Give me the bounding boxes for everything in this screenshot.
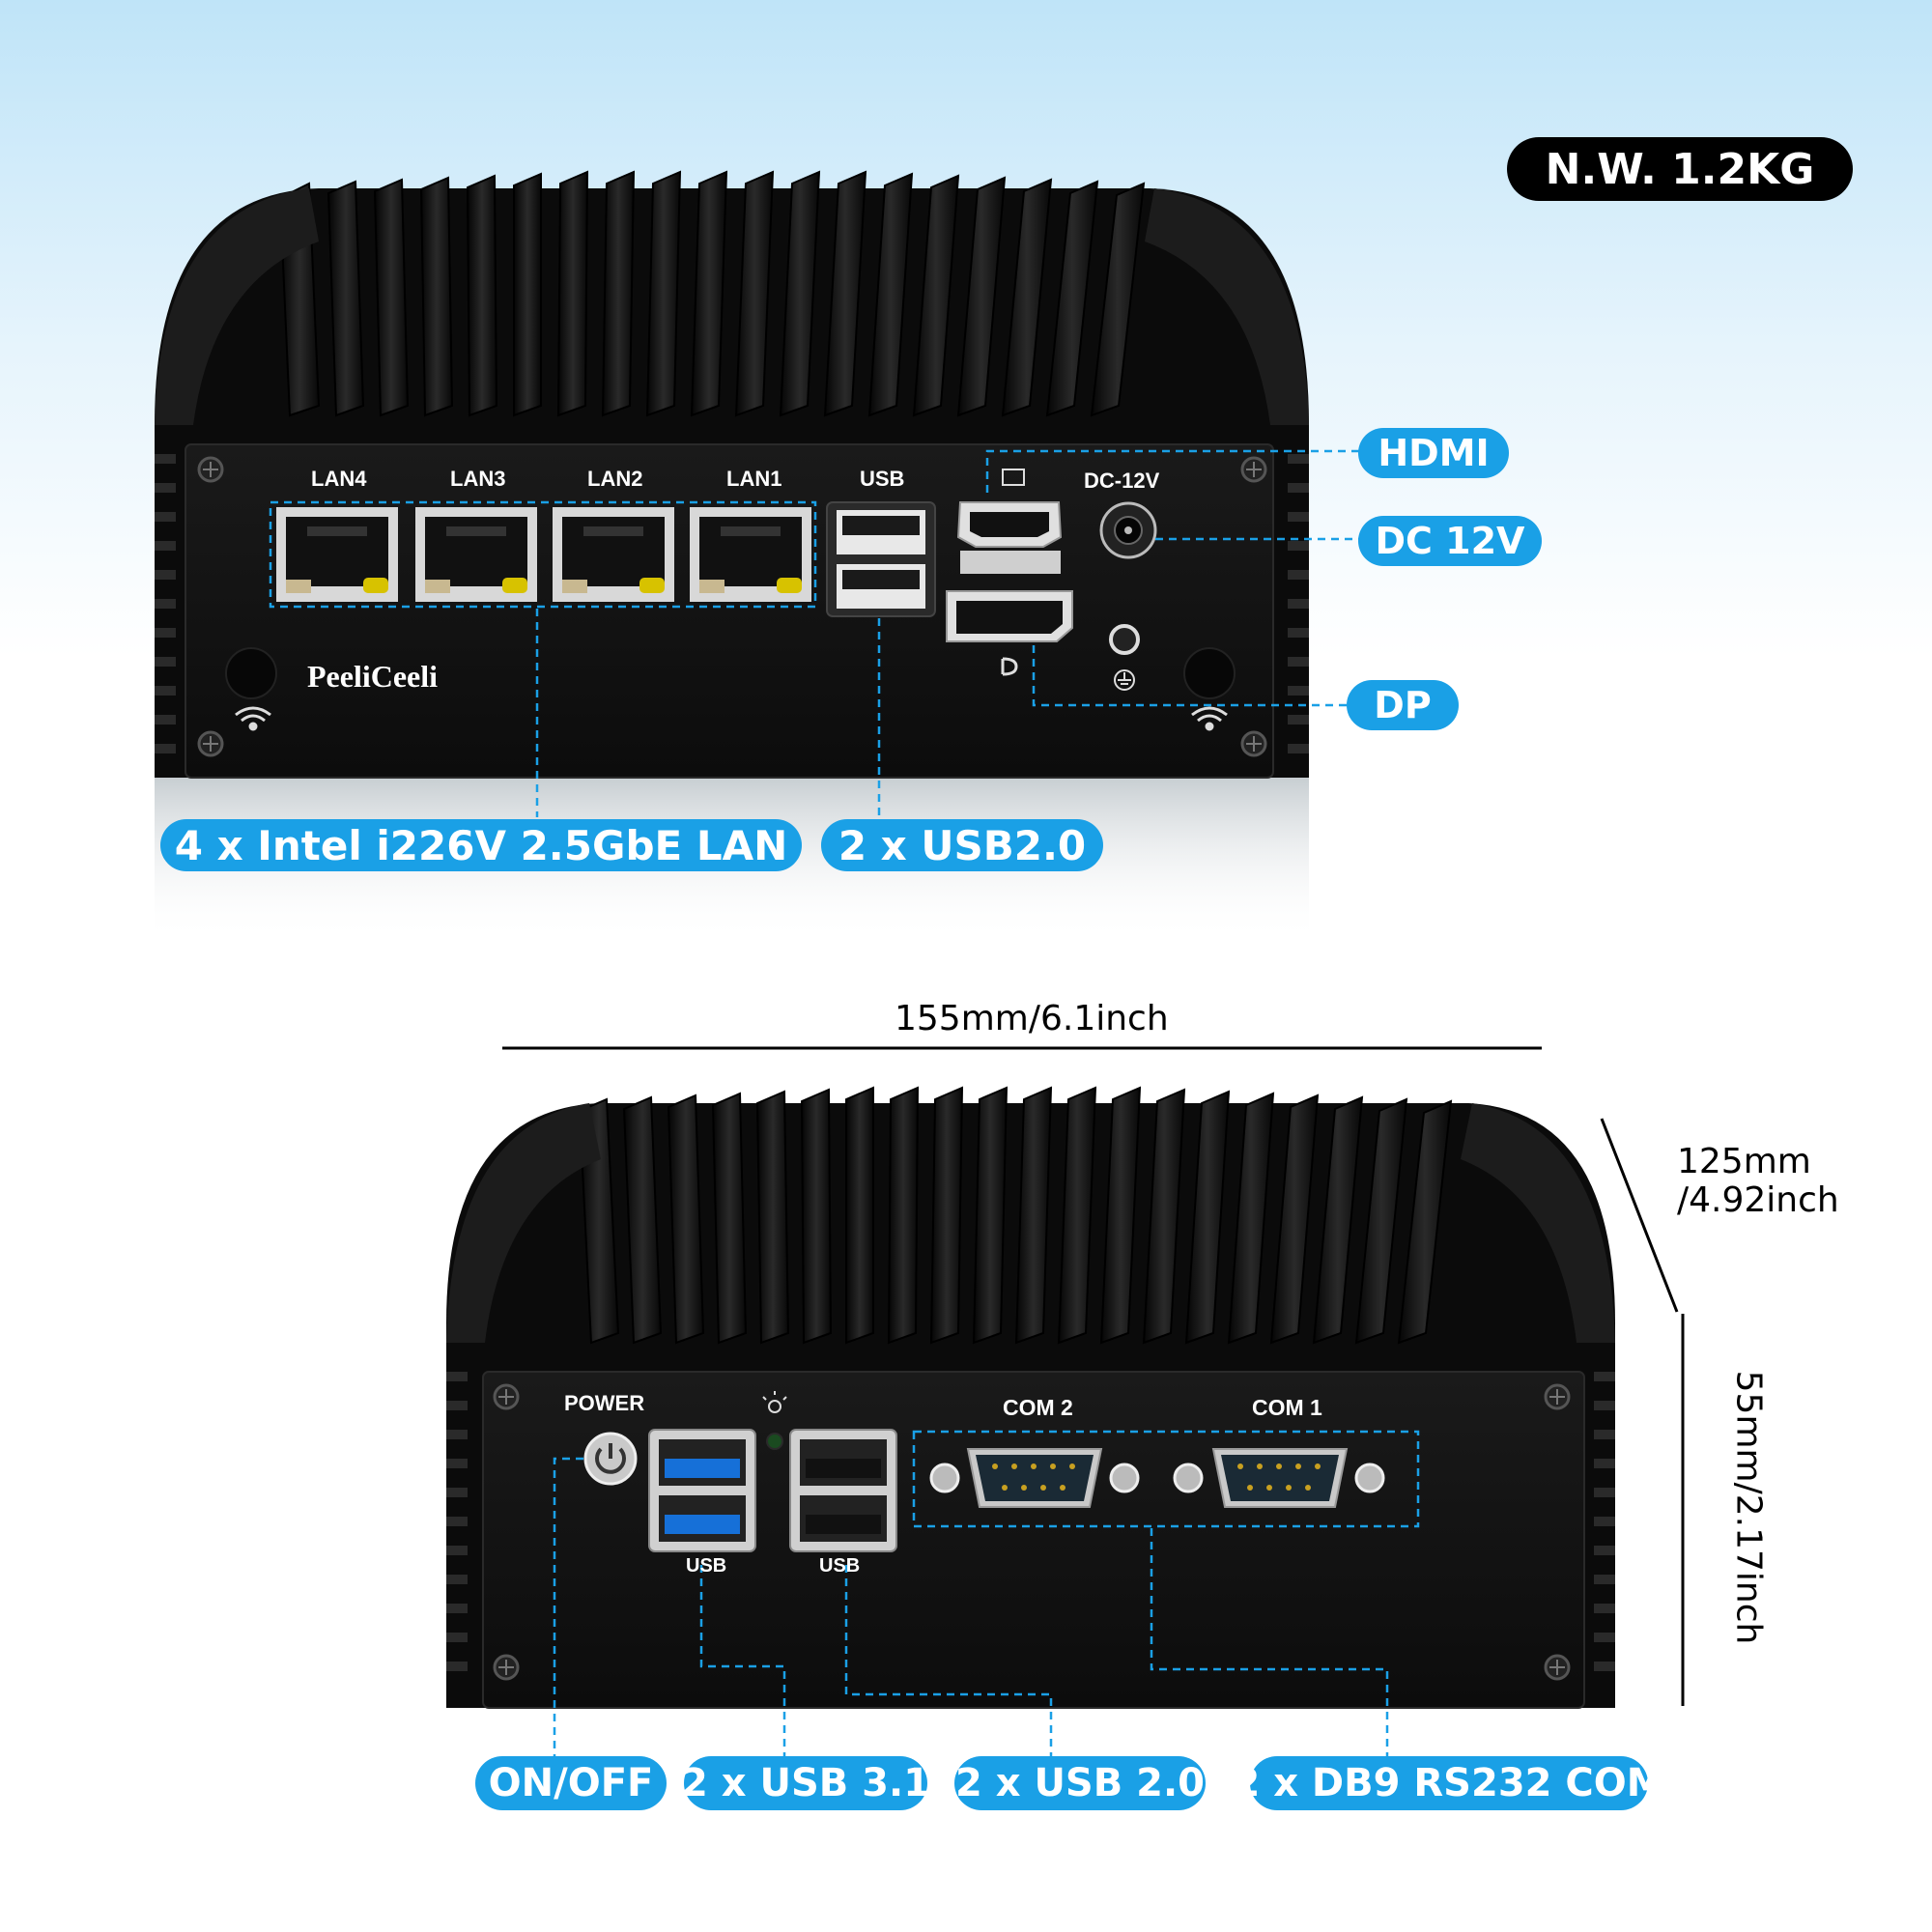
wifi-icon xyxy=(235,706,1228,731)
displayport-port xyxy=(946,590,1073,642)
label-lan2: LAN2 xyxy=(587,467,643,491)
ground-screw xyxy=(1109,624,1140,655)
callout-lan: 4 x Intel i226V 2.5GbE LAN xyxy=(160,819,802,871)
dc-jack xyxy=(1099,501,1157,559)
hdmi-port xyxy=(956,501,1063,574)
label-power: POWER xyxy=(564,1391,645,1415)
hdmi-icon xyxy=(1002,469,1025,486)
power-button xyxy=(583,1432,638,1486)
dimension-width: 155mm/6.1inch xyxy=(895,999,1169,1038)
label-usb-31: USB xyxy=(686,1555,727,1577)
lan-port-4 xyxy=(276,507,398,602)
label-com2: COM 2 xyxy=(1003,1395,1073,1420)
label-lan3: LAN3 xyxy=(450,467,506,491)
top-device xyxy=(155,170,1309,942)
displayport-icon xyxy=(1001,657,1018,676)
ground-icon xyxy=(1114,669,1135,691)
weight-badge: N.W. 1.2KG xyxy=(1507,137,1853,201)
bottom-device xyxy=(446,1086,1615,1709)
callout-onoff: ON/OFF xyxy=(475,1756,667,1810)
status-led xyxy=(766,1433,783,1450)
top-front-panel xyxy=(185,443,1274,779)
callout-usb31: 2 x USB 3.1 xyxy=(681,1756,930,1810)
dimension-depth-line1: 125mm xyxy=(1677,1142,1811,1181)
label-dc12v: DC-12V xyxy=(1084,469,1160,493)
com-ports xyxy=(912,1430,1420,1528)
top-leader-lines xyxy=(535,449,1360,817)
dimension-lines xyxy=(502,1046,1685,1706)
led-icon xyxy=(762,1391,787,1413)
com-port-2 xyxy=(929,1448,1140,1508)
callout-dp: DP xyxy=(1347,680,1459,730)
usb20-ports xyxy=(789,1429,897,1552)
brand-logo: PeeliCeeli xyxy=(307,659,439,694)
dimension-depth-line2: /4.92inch xyxy=(1677,1180,1839,1220)
callout-usb20: 2 x USB 2.0 xyxy=(954,1756,1206,1810)
callout-com: 2 x DB9 RS232 COM xyxy=(1233,1756,1665,1810)
label-lan4: LAN4 xyxy=(311,467,367,491)
dimension-height: 55mm/2.17inch xyxy=(1728,1370,1769,1645)
com-port-1 xyxy=(1173,1448,1385,1508)
label-usb-20: USB xyxy=(819,1555,861,1577)
power-icon xyxy=(595,1443,626,1474)
callout-hdmi: HDMI xyxy=(1358,428,1509,478)
callout-dc12v: DC 12V xyxy=(1358,516,1542,566)
usb31-ports xyxy=(648,1429,756,1552)
antenna-hole-right xyxy=(1183,647,1236,699)
lan-port-3 xyxy=(415,507,537,602)
label-lan1: LAN1 xyxy=(726,467,782,491)
lan-port-2 xyxy=(553,507,674,602)
label-com1: COM 1 xyxy=(1252,1395,1322,1420)
lan-ports xyxy=(269,500,817,609)
lan-port-1 xyxy=(690,507,811,602)
top-usb-ports xyxy=(826,501,936,617)
label-usb-top: USB xyxy=(860,467,905,491)
bottom-leader-lines xyxy=(553,1457,1389,1756)
callout-usb-top: 2 x USB2.0 xyxy=(821,819,1103,871)
screw-icon xyxy=(493,1383,1571,1681)
antenna-hole-left xyxy=(225,647,277,699)
